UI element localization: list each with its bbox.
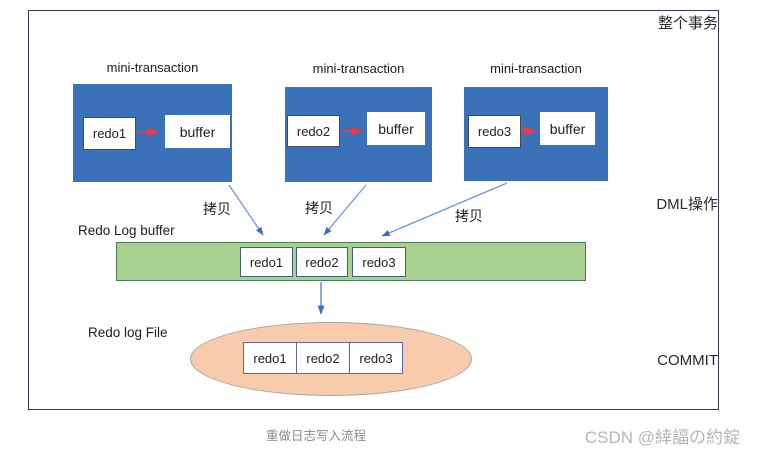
file-cell-redo3: redo3 <box>349 342 403 374</box>
mini-transaction-1-label: mini-transaction <box>106 60 199 75</box>
file-cell-redo2: redo2 <box>296 342 350 374</box>
buffer-cell-redo2: redo2 <box>296 247 348 277</box>
copy-label-2: 拷贝 <box>305 200 333 216</box>
stage-label-commit: COMMIT <box>657 352 718 369</box>
figure-caption: 重做日志写入流程 <box>265 429 366 443</box>
mini-transaction-3-box: redo3 buffer <box>464 87 608 181</box>
mini-transaction-3-label: mini-transaction <box>490 61 582 76</box>
buffer-cell-redo3: redo3 <box>352 247 406 277</box>
csdn-watermark: CSDN @緈諨の約錠 <box>584 428 740 447</box>
file-cells-row: redo1 redo2 redo3 <box>243 342 403 374</box>
redo-log-buffer-title: Redo Log buffer <box>78 223 175 238</box>
redo3-record: redo3 <box>468 115 521 148</box>
buffer-box-3: buffer <box>540 112 595 145</box>
buffer-box-1: buffer <box>165 115 230 148</box>
buffer-cell-redo1: redo1 <box>240 247 293 277</box>
mini-transaction-2-label: mini-transaction <box>312 61 405 76</box>
redo-log-file-title: Redo log File <box>88 325 168 340</box>
redo2-record: redo2 <box>287 115 340 147</box>
redo-log-buffer-bar: redo1 redo2 redo3 <box>116 242 586 281</box>
stage-label-whole-transaction: 整个事务 <box>657 15 718 32</box>
transaction-boundary-rect <box>28 10 719 410</box>
stage-label-dml: DML操作 <box>656 196 718 213</box>
file-cell-redo1: redo1 <box>243 342 297 374</box>
redo-log-file-ellipse: redo1 redo2 redo3 <box>190 322 472 396</box>
mini-transaction-2-box: redo2 buffer <box>285 87 432 182</box>
copy-label-1: 拷贝 <box>203 201 231 217</box>
copy-label-3: 拷贝 <box>455 208 483 224</box>
buffer-box-2: buffer <box>367 112 425 145</box>
redo1-record: redo1 <box>83 117 136 150</box>
mini-transaction-1-box: redo1 buffer <box>73 84 232 182</box>
